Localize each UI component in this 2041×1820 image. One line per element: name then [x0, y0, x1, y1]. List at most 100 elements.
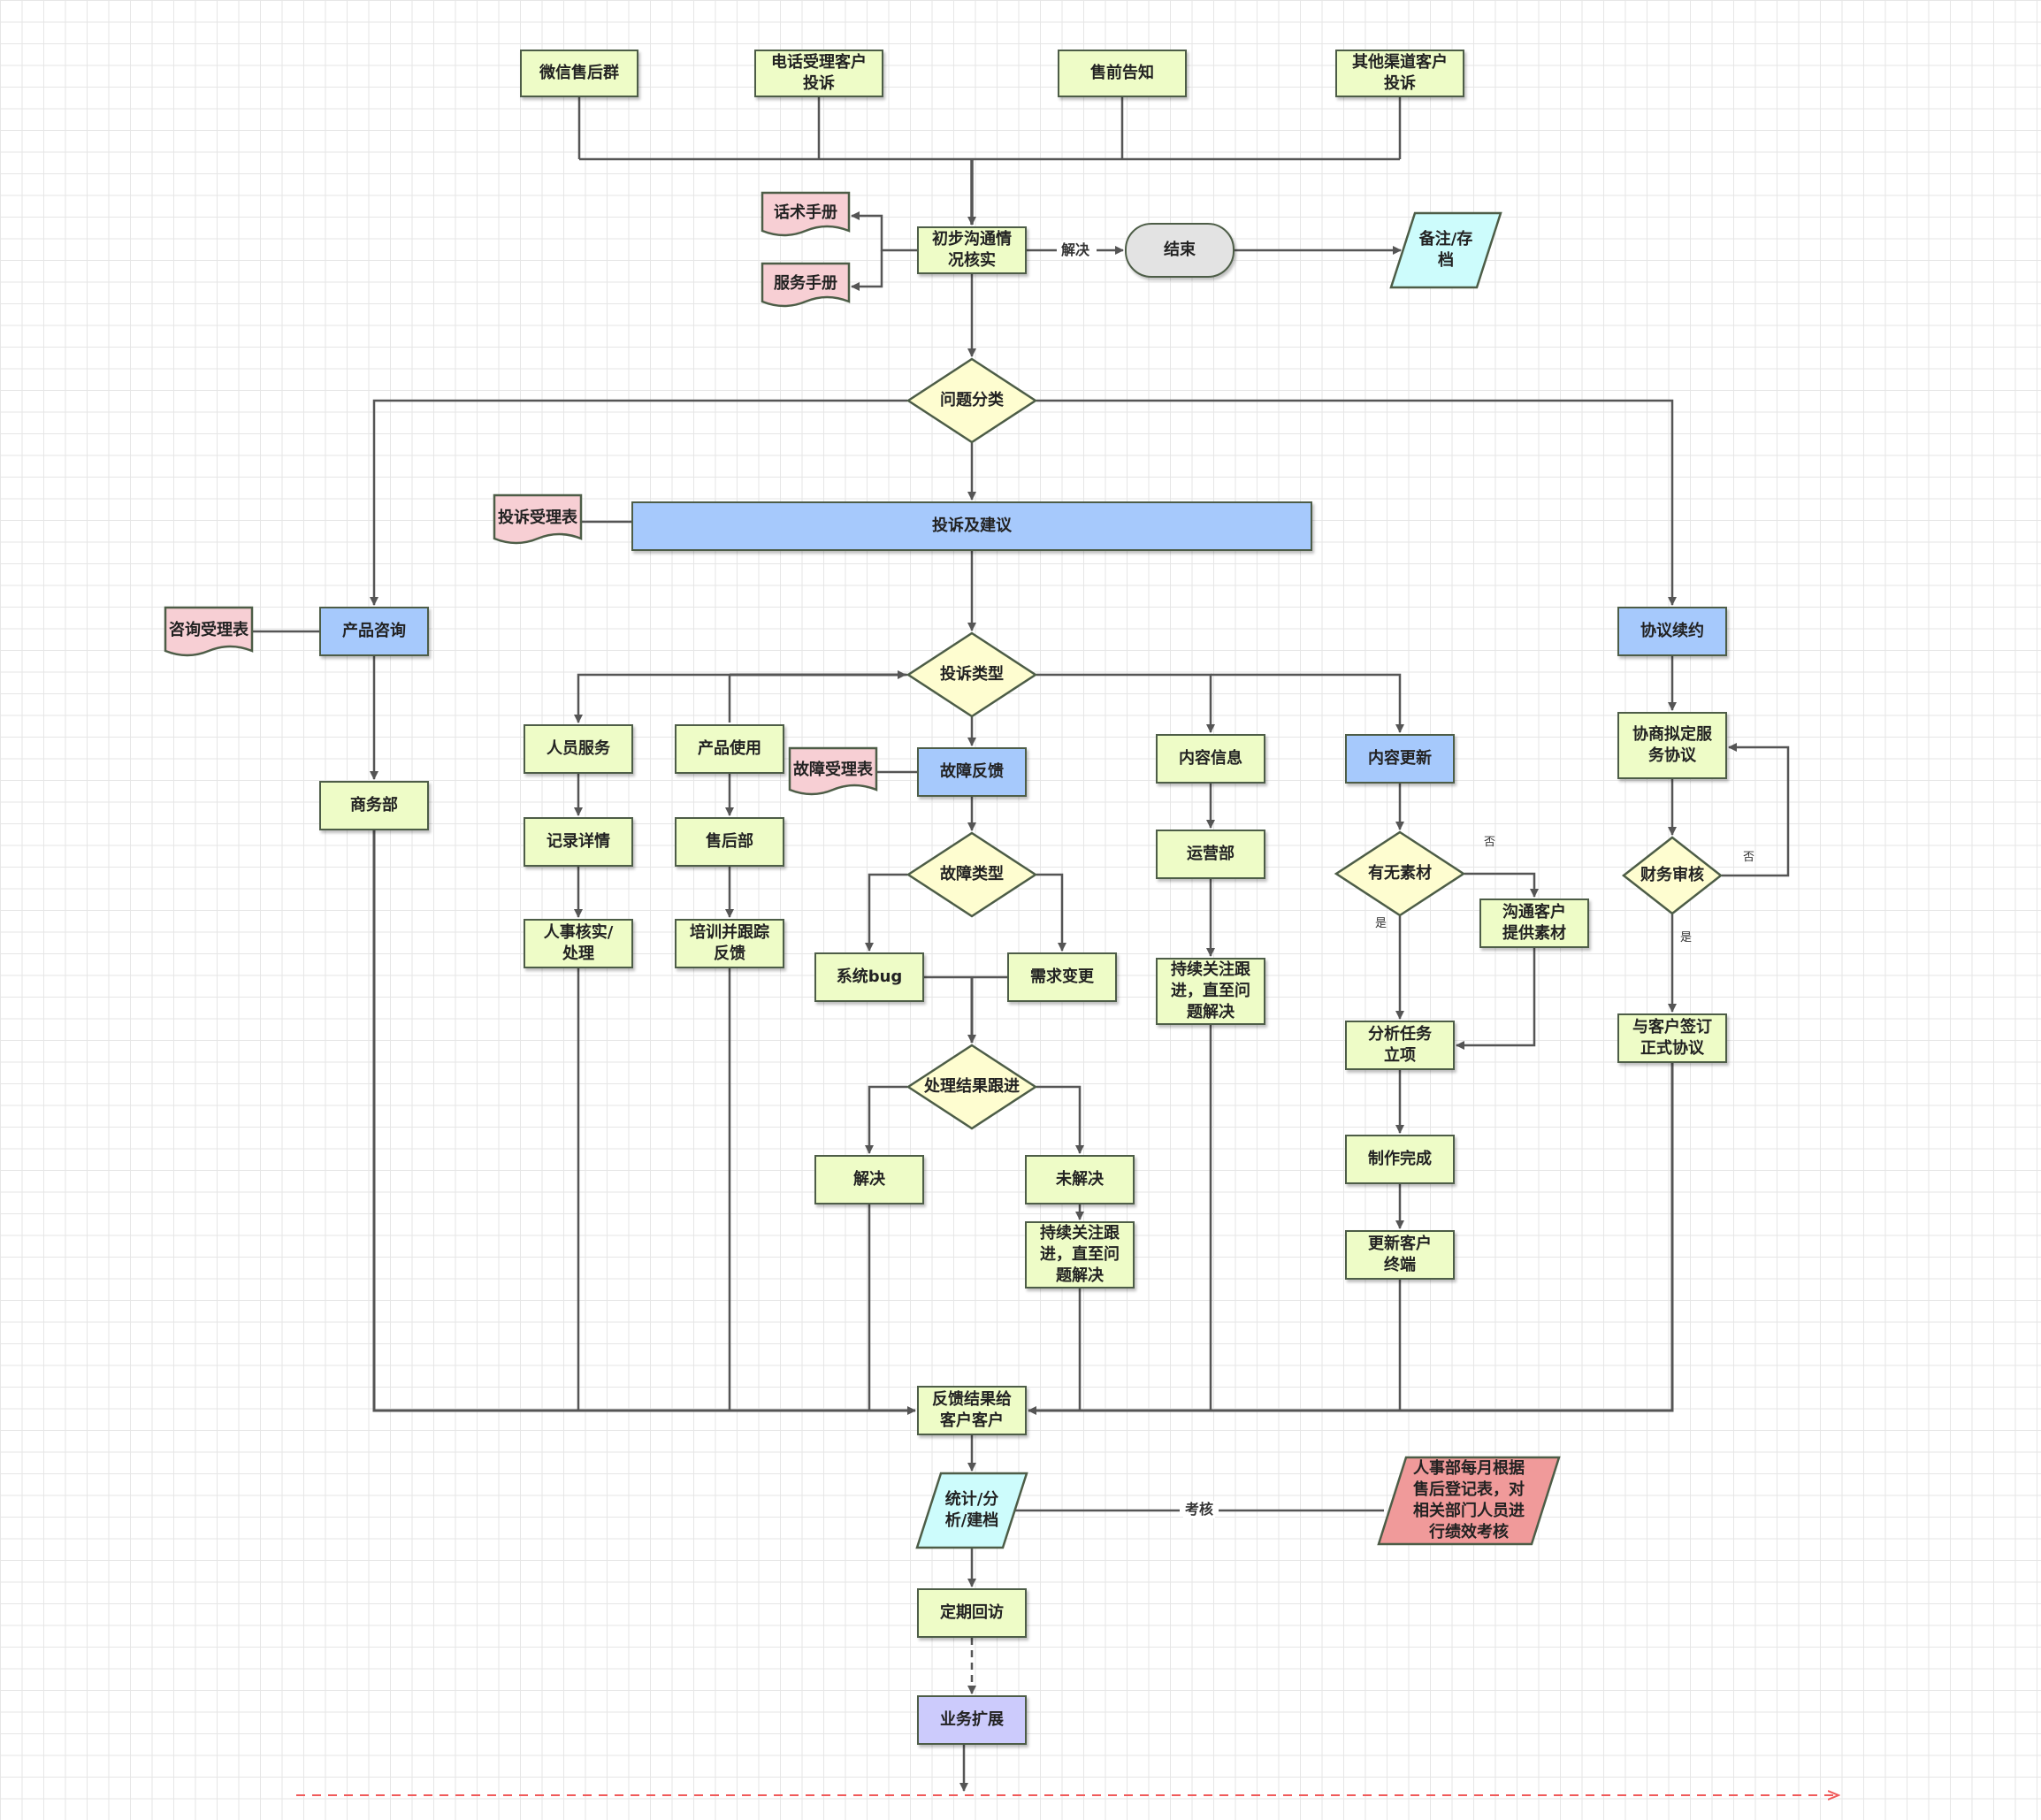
edge-label-no-material: 否: [1484, 836, 1496, 849]
node-content-update[interactable]: 内容更新: [1345, 734, 1455, 784]
edge-label-finance-yes: 是: [1680, 931, 1693, 944]
node-business-dept[interactable]: 商务部: [319, 781, 429, 830]
node-label: 人事核实/ 处理: [543, 923, 614, 963]
doc-fault-form[interactable]: 故障受理表: [788, 746, 878, 799]
node-unsolved[interactable]: 未解决: [1025, 1155, 1135, 1204]
connector-51: [372, 830, 916, 1415]
node-hr-verify[interactable]: 人事核实/ 处理: [524, 919, 633, 968]
node-train-track[interactable]: 培训并跟踪 反馈: [675, 919, 784, 968]
node-label: 咨询受理表: [169, 621, 248, 639]
node-label: 人员服务: [547, 739, 610, 758]
node-label: 服务手册: [774, 274, 837, 293]
node-wechat-group[interactable]: 微信售后群: [520, 50, 638, 97]
node-feedback-result[interactable]: 反馈结果给 客户客户: [917, 1386, 1027, 1435]
connector-14: [1036, 399, 1677, 606]
node-label: 产品使用: [698, 739, 761, 758]
node-label: 产品咨询: [342, 622, 406, 640]
node-negotiate-agreement[interactable]: 协商拟定服 务协议: [1617, 712, 1727, 779]
node-business-expand[interactable]: 业务扩展: [917, 1695, 1027, 1745]
node-label: 持续关注跟 进，直至问 题解决: [1040, 1224, 1120, 1285]
node-label: 人事部每月根据 售后登记表，对 相关部门人员进 行绩效考核: [1413, 1459, 1525, 1541]
connector-7: [851, 211, 917, 252]
node-solved[interactable]: 解决: [814, 1155, 924, 1204]
node-label: 业务扩展: [940, 1710, 1004, 1729]
node-label: 制作完成: [1368, 1150, 1432, 1168]
connector-32: [865, 873, 907, 952]
node-end[interactable]: 结束: [1125, 223, 1235, 278]
node-label: 未解决: [1056, 1170, 1104, 1189]
node-label: 投诉类型: [940, 665, 1004, 684]
node-product-use[interactable]: 产品使用: [675, 724, 784, 774]
node-label: 解决: [853, 1170, 885, 1189]
node-phone-complaint[interactable]: 电话受理客户 投诉: [754, 50, 883, 97]
node-system-bug[interactable]: 系统bug: [814, 952, 924, 1002]
node-label: 售后部: [706, 832, 753, 851]
node-sign-agreement[interactable]: 与客户签订 正式协议: [1617, 1013, 1727, 1063]
data-stat-archive[interactable]: 统计/分 析/建档: [915, 1472, 1028, 1549]
node-label: 投诉及建议: [932, 516, 1012, 535]
doc-script-manual[interactable]: 话术手册: [761, 191, 851, 240]
node-label: 商务部: [350, 796, 398, 814]
node-record-detail[interactable]: 记录详情: [524, 817, 633, 867]
node-analyze-task[interactable]: 分析任务 立项: [1345, 1021, 1455, 1070]
node-label: 有无素材: [1368, 864, 1432, 883]
data-archive[interactable]: 备注/存 档: [1389, 211, 1502, 289]
connector-20: [574, 673, 907, 723]
node-complaint-suggest[interactable]: 投诉及建议: [631, 501, 1312, 551]
node-label: 培训并跟踪 反馈: [690, 923, 769, 963]
connector-49: [1722, 743, 1790, 877]
node-label: 记录详情: [547, 832, 610, 851]
node-contract-renew[interactable]: 协议续约: [1617, 607, 1727, 656]
node-req-change[interactable]: 需求变更: [1007, 952, 1117, 1002]
node-fault-feedback[interactable]: 故障反馈: [917, 747, 1027, 797]
connector-43: [1456, 948, 1536, 1050]
decision-complaint-type[interactable]: 投诉类型: [906, 631, 1038, 718]
node-label: 处理结果跟进: [924, 1077, 1020, 1096]
connector-8: [851, 250, 883, 291]
node-label: 更新客户 终端: [1368, 1235, 1432, 1274]
decision-has-material[interactable]: 有无素材: [1334, 830, 1466, 917]
node-label: 需求变更: [1030, 967, 1094, 986]
node-track-until-solved-2[interactable]: 持续关注跟 进，直至问 题解决: [1025, 1221, 1135, 1289]
connector-42: [1464, 872, 1539, 898]
data-hr-assess[interactable]: 人事部每月根据 售后登记表，对 相关部门人员进 行绩效考核: [1377, 1456, 1561, 1546]
node-ops-dept[interactable]: 运营部: [1156, 830, 1265, 879]
node-content-info[interactable]: 内容信息: [1156, 734, 1265, 784]
node-product-consult[interactable]: 产品咨询: [319, 607, 429, 656]
node-update-terminal[interactable]: 更新客户 终端: [1345, 1230, 1455, 1280]
doc-consult-form[interactable]: 咨询受理表: [164, 606, 254, 660]
node-presale-notice[interactable]: 售前告知: [1058, 50, 1187, 97]
node-label: 内容更新: [1368, 749, 1432, 768]
node-label: 分析任务 立项: [1368, 1025, 1432, 1065]
node-label: 其他渠道客户 投诉: [1352, 53, 1448, 93]
edge-label-finance-no: 否: [1743, 851, 1755, 864]
edge-label-assess: 考核: [1183, 1501, 1216, 1518]
node-label: 结束: [1164, 241, 1196, 259]
doc-service-manual[interactable]: 服务手册: [761, 262, 851, 310]
node-other-channel[interactable]: 其他渠道客户 投诉: [1335, 50, 1464, 97]
node-label: 定期回访: [940, 1603, 1004, 1622]
node-regular-visit[interactable]: 定期回访: [917, 1588, 1027, 1638]
connector-33: [1036, 873, 1066, 952]
node-label: 协商拟定服 务协议: [1632, 725, 1712, 765]
node-label: 话术手册: [774, 203, 837, 222]
edge-label-yes-material: 是: [1375, 917, 1387, 930]
node-aftersale-dept[interactable]: 售后部: [675, 817, 784, 867]
node-label: 持续关注跟 进，直至问 题解决: [1171, 960, 1250, 1021]
decision-finance-review[interactable]: 财务审核: [1621, 836, 1724, 915]
node-label: 故障反馈: [940, 762, 1004, 781]
node-label: 初步沟通情 况核实: [932, 230, 1012, 270]
node-produce-done[interactable]: 制作完成: [1345, 1135, 1455, 1184]
node-track-until-solved-1[interactable]: 持续关注跟 进，直至问 题解决: [1156, 958, 1265, 1025]
connector-25: [1211, 673, 1404, 733]
node-staff-service[interactable]: 人员服务: [524, 724, 633, 774]
node-initial-verify[interactable]: 初步沟通情 况核实: [917, 226, 1027, 274]
node-label: 备注/存 档: [1418, 230, 1473, 270]
decision-fault-type[interactable]: 故障类型: [906, 831, 1038, 918]
node-ask-material[interactable]: 沟通客户 提供素材: [1479, 899, 1589, 948]
decision-issue-classify[interactable]: 问题分类: [906, 357, 1038, 444]
decision-result-track[interactable]: 处理结果跟进: [906, 1044, 1038, 1130]
doc-complaint-form[interactable]: 投诉受理表: [493, 493, 583, 547]
